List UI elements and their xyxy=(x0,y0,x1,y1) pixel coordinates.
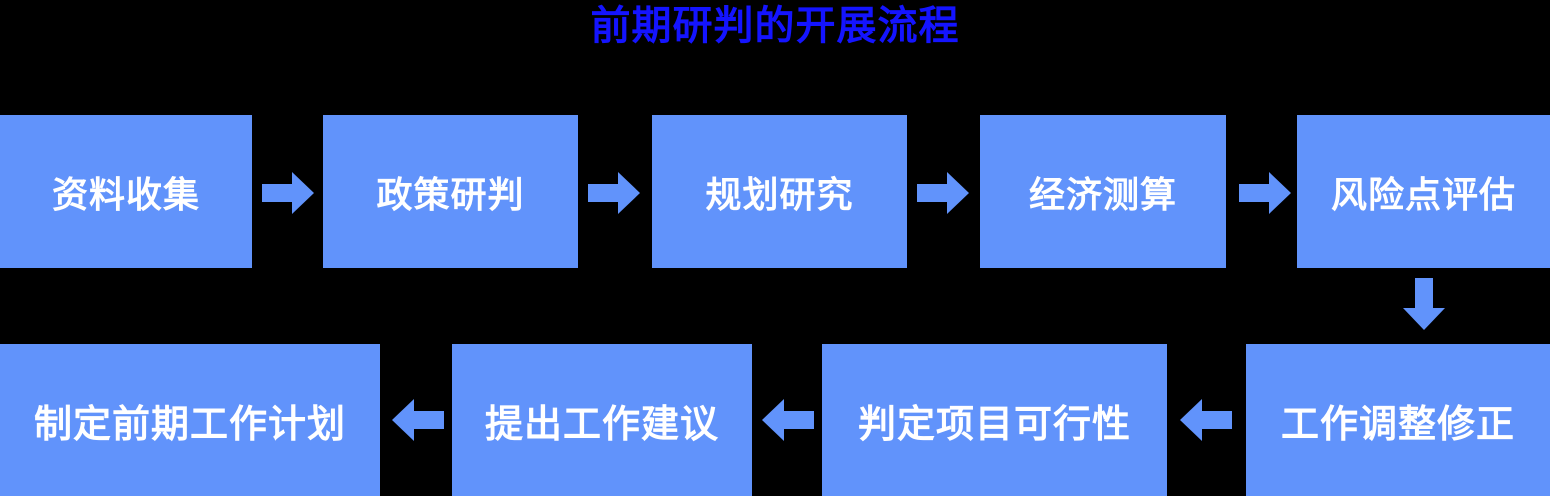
flow-node-label: 工作调整修正 xyxy=(1280,403,1515,446)
flow-node-fengxiandian-pinggu[interactable]: 风险点评估 xyxy=(1297,115,1550,268)
flow-node-ziliao-shouji[interactable]: 资料收集 xyxy=(0,115,252,268)
flow-node-jingji-cesuan[interactable]: 经济测算 xyxy=(980,115,1226,268)
flow-node-label: 经济测算 xyxy=(1028,173,1177,215)
arrow-right-icon-1 xyxy=(262,172,314,214)
flow-node-label: 资料收集 xyxy=(51,173,200,215)
flow-node-gongzuo-tiaozheng-xiuzheng[interactable]: 工作调整修正 xyxy=(1246,344,1550,496)
arrow-left-icon-2 xyxy=(762,399,814,441)
flow-node-label: 判定项目可行性 xyxy=(857,403,1131,446)
flow-node-label: 规划研究 xyxy=(705,173,854,215)
arrow-right-icon-4 xyxy=(1239,172,1291,214)
arrow-right-icon-3 xyxy=(917,172,969,214)
flow-node-label: 制定前期工作计划 xyxy=(33,403,346,446)
arrow-down-icon-1 xyxy=(1403,278,1445,330)
flow-node-panding-xiangmu-kexingxing[interactable]: 判定项目可行性 xyxy=(822,344,1167,496)
arrow-left-icon-1 xyxy=(392,399,444,441)
arrow-right-icon-2 xyxy=(588,172,640,214)
flow-node-label: 政策研判 xyxy=(376,173,525,215)
flow-node-guihua-yanjiu[interactable]: 规划研究 xyxy=(652,115,907,268)
flow-node-zhengce-yanpan[interactable]: 政策研判 xyxy=(323,115,578,268)
flow-node-tichu-gongzuo-jianyi[interactable]: 提出工作建议 xyxy=(452,344,752,496)
flow-node-label: 提出工作建议 xyxy=(484,403,719,446)
arrow-left-icon-3 xyxy=(1180,399,1232,441)
flow-node-zhiding-qianqi-gongzuo-jihua[interactable]: 制定前期工作计划 xyxy=(0,344,380,496)
page-title: 前期研判的开展流程 xyxy=(590,4,960,48)
flow-node-label: 风险点评估 xyxy=(1330,173,1516,215)
